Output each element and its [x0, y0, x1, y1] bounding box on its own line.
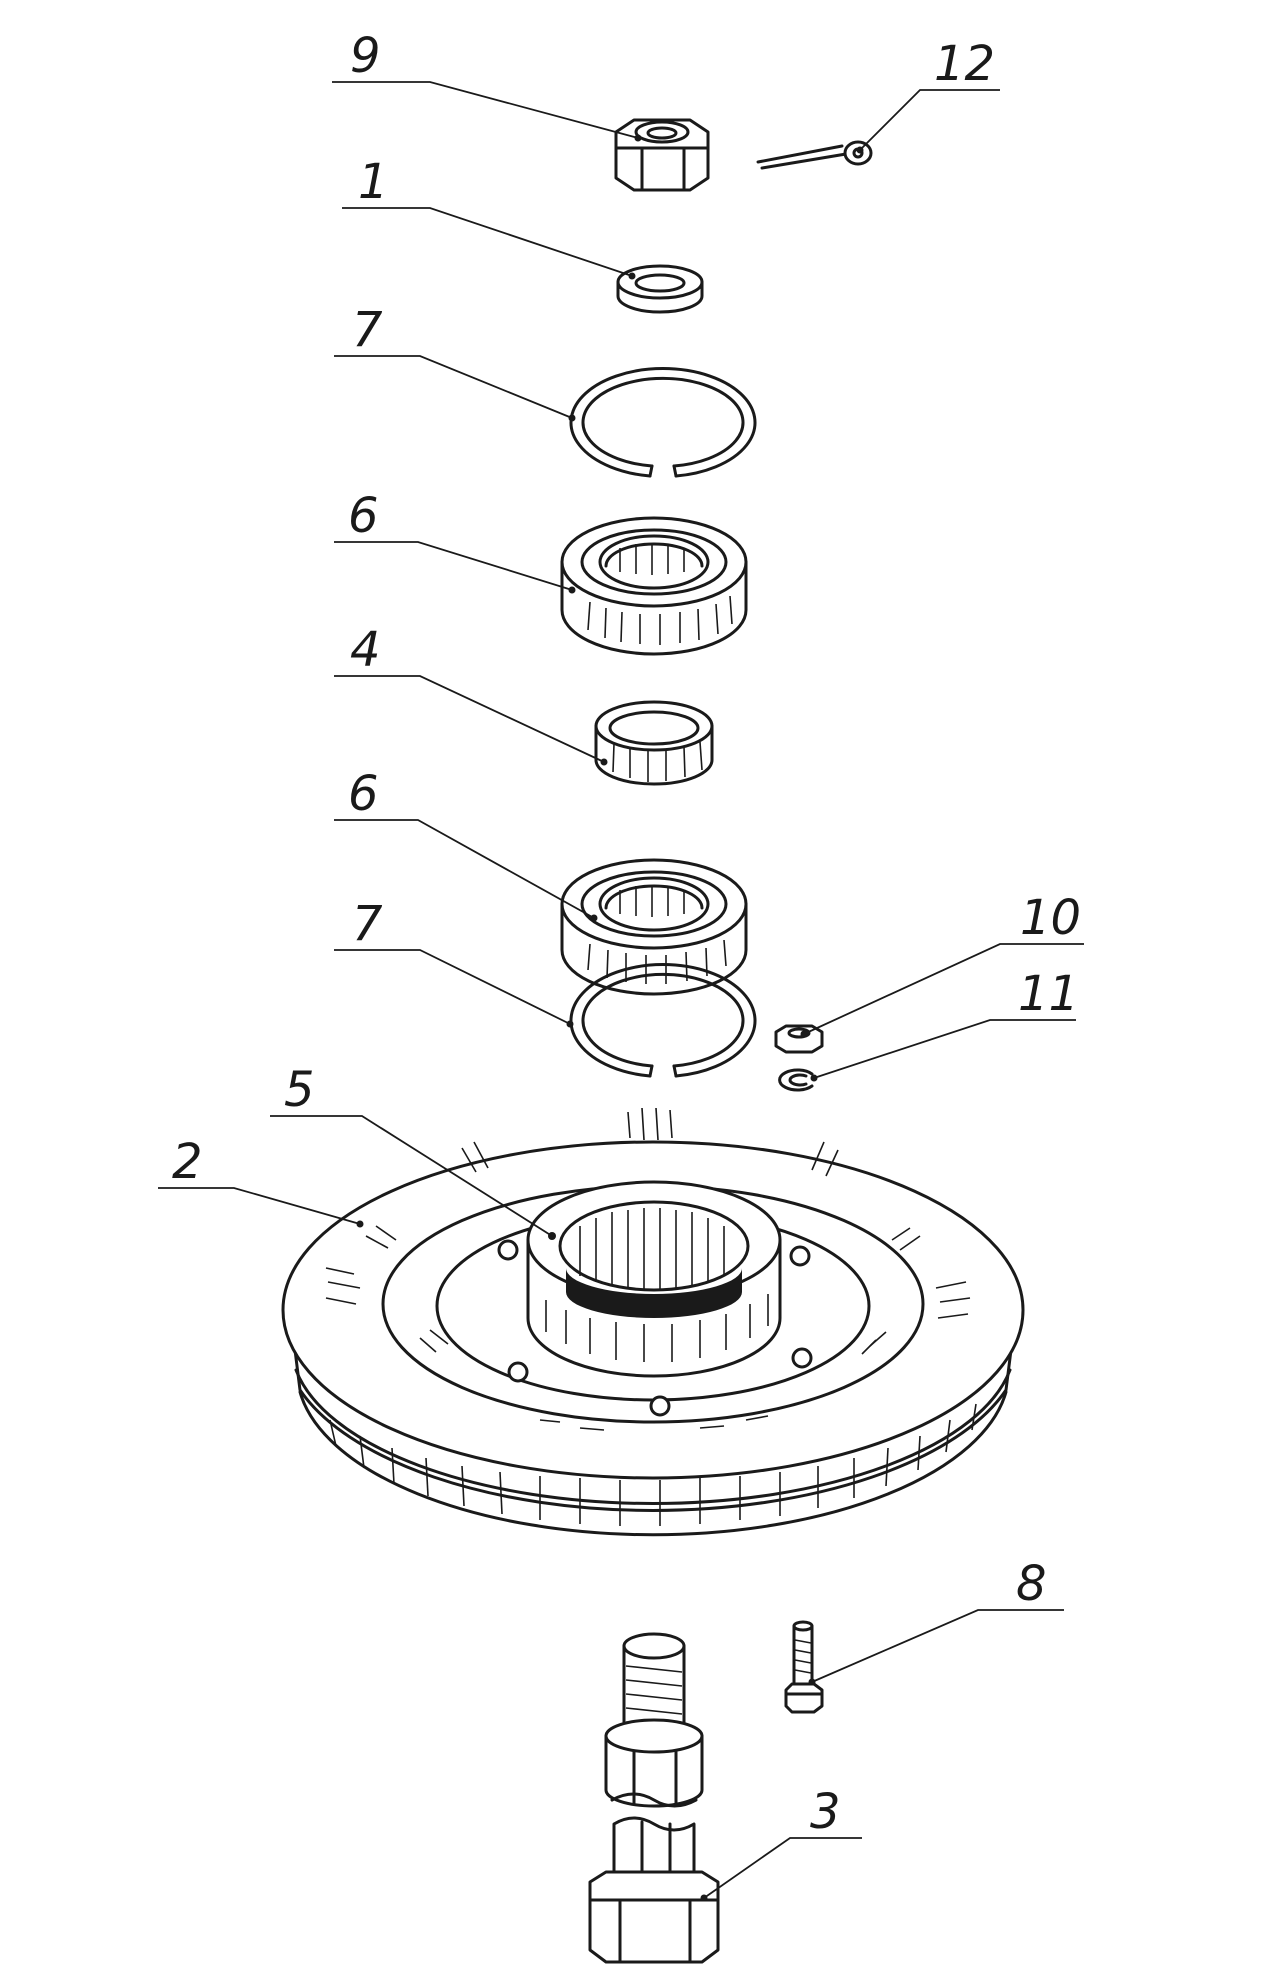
- leader-7b: [334, 949, 571, 1025]
- leader-8: [811, 1609, 1064, 1683]
- callout-1: 1: [358, 154, 389, 210]
- leader-dot-3: [700, 1894, 708, 1902]
- leader-9: [332, 81, 639, 139]
- callout-2: 2: [172, 1134, 203, 1190]
- leader-5: [270, 1115, 553, 1237]
- part-retaining-ring-lower: [569, 963, 757, 1078]
- leader-dot-7b: [566, 1020, 574, 1028]
- callout-11: 11: [1018, 966, 1079, 1022]
- callout-9: 9: [350, 28, 381, 84]
- leader-dot-2: [356, 1220, 364, 1228]
- leader-4: [334, 675, 605, 763]
- leader-dot-10: [800, 1030, 808, 1038]
- leader-dot-9: [634, 134, 642, 142]
- callout-3: 3: [810, 1784, 841, 1840]
- part-washer: [616, 264, 704, 314]
- leader-dot-6b: [590, 914, 598, 922]
- leader-1: [342, 207, 633, 277]
- callout-numbers: 9 12 1 7 6 4 6 7 10 11 5 2 8 3: [172, 28, 1081, 1840]
- callout-6-upper: 6: [348, 488, 379, 544]
- leader-6b: [334, 819, 595, 919]
- part-spring-washer: [778, 1068, 814, 1092]
- part-retaining-ring-upper: [569, 367, 757, 478]
- leader-7a: [334, 355, 573, 419]
- callout-12: 12: [934, 36, 995, 92]
- callout-6-lower: 6: [348, 766, 379, 822]
- callout-4: 4: [350, 622, 381, 678]
- callout-10: 10: [1020, 890, 1081, 946]
- callout-7-upper: 7: [352, 302, 383, 358]
- leader-lines: [158, 81, 1084, 1902]
- part-cotter-pin: [756, 140, 873, 170]
- part-spacer-sleeve: [594, 700, 714, 786]
- callout-8: 8: [1016, 1556, 1047, 1612]
- leader-3: [703, 1837, 862, 1899]
- leader-12: [859, 89, 1000, 151]
- leader-dot-4: [600, 758, 608, 766]
- leader-dot-8: [808, 1678, 816, 1686]
- leader-dot-11: [810, 1074, 818, 1082]
- leader-2: [158, 1187, 361, 1225]
- part-bolt: [784, 1620, 824, 1714]
- part-ball-bearing-lower: [560, 858, 748, 996]
- leader-dot-5: [548, 1232, 556, 1240]
- leader-6a: [334, 541, 573, 591]
- leader-10: [803, 943, 1084, 1035]
- leader-dot-1: [628, 272, 636, 280]
- part-hex-nut: [614, 118, 710, 192]
- leader-dot-6a: [568, 586, 576, 594]
- callout-5: 5: [284, 1062, 315, 1118]
- part-pulley: [281, 1107, 1025, 1537]
- leader-dot-7a: [568, 414, 576, 422]
- part-small-nut: [774, 1024, 824, 1054]
- leader-11: [813, 1019, 1076, 1079]
- leader-dot-12: [856, 146, 864, 154]
- callout-7-lower: 7: [352, 896, 383, 952]
- part-threaded-axle: [588, 1632, 720, 1964]
- part-ball-bearing-upper: [560, 516, 748, 656]
